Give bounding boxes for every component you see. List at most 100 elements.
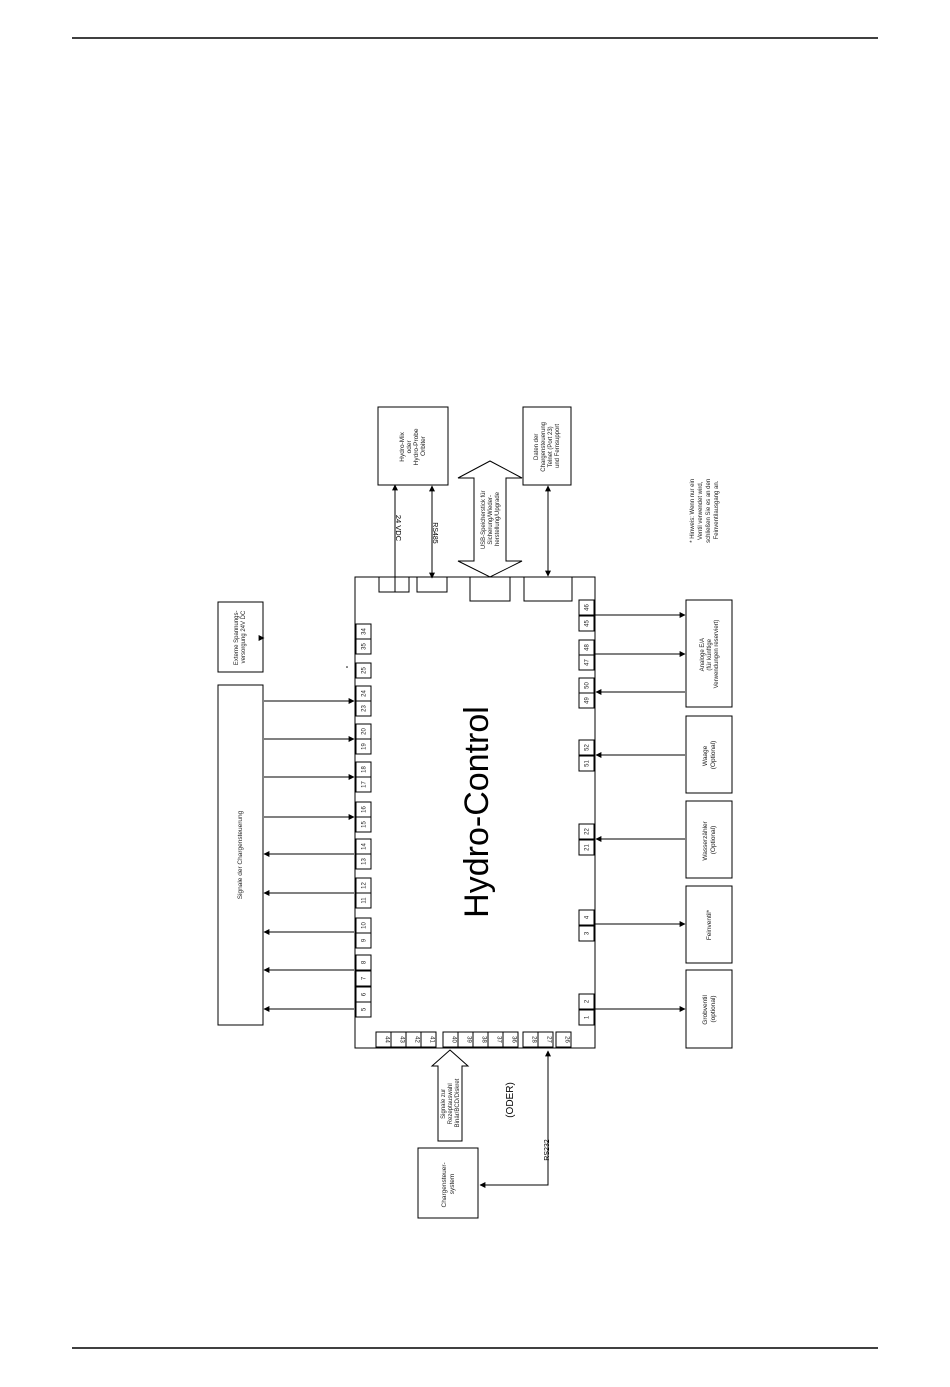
terminal-27: 27 bbox=[537, 1031, 554, 1048]
svg-text:39: 39 bbox=[466, 1036, 472, 1043]
svg-text:24: 24 bbox=[362, 690, 368, 697]
vdc-label: 24 VDC bbox=[394, 515, 403, 542]
socket-rs485 bbox=[416, 576, 448, 593]
svg-text:8: 8 bbox=[362, 960, 368, 964]
terminal-20: 20 bbox=[355, 723, 372, 740]
terminal-23: 23 bbox=[355, 700, 372, 717]
terminal-10: 10 bbox=[355, 917, 372, 934]
svg-text:37: 37 bbox=[496, 1036, 502, 1043]
terminal-48: 48 bbox=[578, 639, 595, 656]
data-label: Daten der Chargensteuerung Telnet (Port … bbox=[534, 420, 561, 471]
svg-text:52: 52 bbox=[585, 744, 591, 751]
terminal-37: 37 bbox=[487, 1031, 504, 1048]
recipe-signals-arrow bbox=[430, 1049, 470, 1142]
terminal-40: 40 bbox=[442, 1031, 459, 1048]
terminal-8: 8 bbox=[355, 954, 372, 971]
batch-system-box bbox=[417, 1147, 479, 1219]
rs232-label: RS232 bbox=[544, 1139, 551, 1161]
svg-text:51: 51 bbox=[585, 760, 591, 767]
svg-text:23: 23 bbox=[362, 705, 368, 712]
svg-text:12: 12 bbox=[362, 882, 368, 889]
svg-text:36: 36 bbox=[511, 1036, 517, 1043]
external-power-label: Externe Spannungs- versorgung 24V DC bbox=[234, 609, 247, 665]
terminal-12: 12 bbox=[355, 877, 372, 894]
svg-text:16: 16 bbox=[362, 806, 368, 813]
terminal-45: 45 bbox=[578, 615, 595, 632]
terminal-49: 49 bbox=[578, 692, 595, 709]
coarse-valve-label: Grobventil (optional) bbox=[702, 993, 717, 1024]
terminal-9: 9 bbox=[355, 932, 372, 949]
svg-text:34: 34 bbox=[362, 628, 368, 635]
svg-text:22: 22 bbox=[585, 828, 591, 835]
svg-text:17: 17 bbox=[362, 781, 368, 788]
svg-text:19: 19 bbox=[362, 743, 368, 750]
terminal-51: 51 bbox=[578, 755, 595, 772]
terminal-4: 4 bbox=[578, 909, 595, 926]
svg-text:41: 41 bbox=[429, 1036, 435, 1043]
svg-text:43: 43 bbox=[399, 1036, 405, 1043]
terminal-38: 38 bbox=[472, 1031, 489, 1048]
terminal-6: 6 bbox=[355, 986, 372, 1003]
terminal-21: 21 bbox=[578, 839, 595, 856]
terminal-41: 41 bbox=[420, 1031, 437, 1048]
marker-dot bbox=[346, 666, 348, 668]
svg-text:15: 15 bbox=[362, 821, 368, 828]
hydro-control-box bbox=[354, 576, 596, 1049]
svg-text:26: 26 bbox=[564, 1036, 570, 1043]
svg-text:45: 45 bbox=[585, 620, 591, 627]
scale-label: Waage (Optional) bbox=[702, 741, 717, 770]
terminal-35: 35 bbox=[355, 638, 372, 655]
svg-text:38: 38 bbox=[481, 1036, 487, 1043]
svg-text:9: 9 bbox=[362, 938, 368, 942]
coarse-valve-box bbox=[685, 969, 733, 1049]
recipe-signals-label: Signale zur Rezeptauswahl Binär/BCD/Disk… bbox=[441, 1078, 461, 1127]
hydro-mix-label: Hydro-Mix oder Hydro-Probe Orbiter bbox=[399, 427, 427, 466]
svg-text:46: 46 bbox=[585, 604, 591, 611]
svg-text:20: 20 bbox=[362, 728, 368, 735]
svg-text:27: 27 bbox=[546, 1036, 552, 1043]
hydro-mix-box bbox=[377, 406, 449, 486]
terminal-28: 28 bbox=[522, 1031, 539, 1048]
terminal-1: 1 bbox=[578, 1009, 595, 1026]
terminal-19: 19 bbox=[355, 738, 372, 755]
terminal-5: 5 bbox=[355, 1001, 372, 1018]
rs232-path bbox=[479, 1050, 551, 1188]
terminal-44: 44 bbox=[375, 1031, 392, 1048]
fine-valve-label: Feinventil* bbox=[706, 909, 713, 940]
svg-text:13: 13 bbox=[362, 858, 368, 865]
usb-label: USB-Speicherstick für Sicherung/Wieder- … bbox=[481, 489, 501, 549]
svg-text:28: 28 bbox=[531, 1036, 537, 1043]
svg-text:40: 40 bbox=[451, 1036, 457, 1043]
terminal-11: 11 bbox=[355, 892, 372, 909]
terminal-24: 24 bbox=[355, 685, 372, 702]
svg-text:5: 5 bbox=[362, 1007, 368, 1011]
terminal-2: 2 bbox=[578, 993, 595, 1010]
terminal-26: 26 bbox=[555, 1031, 572, 1048]
note-text: * Hinweis: Wenn nur ein Ventil verwendet… bbox=[690, 477, 720, 543]
socket-ethernet bbox=[523, 576, 573, 602]
svg-text:18: 18 bbox=[362, 766, 368, 773]
svg-text:48: 48 bbox=[585, 644, 591, 651]
svg-text:7: 7 bbox=[362, 976, 368, 980]
svg-text:4: 4 bbox=[585, 915, 591, 919]
svg-text:47: 47 bbox=[585, 659, 591, 666]
batch-signals-label: Signale der Chargensteuerung bbox=[237, 810, 244, 899]
svg-text:14: 14 bbox=[362, 843, 368, 850]
terminals-left: 5 6 7 8 9 10 11 12 13 14 15 16 17 18 19 20 23 24 25 35 34 bbox=[355, 623, 372, 1018]
main-title: Hydro-Control bbox=[458, 706, 496, 918]
svg-text:25: 25 bbox=[362, 667, 368, 674]
fine-valve-box bbox=[685, 885, 733, 964]
terminal-52: 52 bbox=[578, 739, 595, 756]
terminal-47: 47 bbox=[578, 654, 595, 671]
terminal-13: 13 bbox=[355, 853, 372, 870]
terminal-16: 16 bbox=[355, 801, 372, 818]
water-meter-box bbox=[685, 800, 733, 879]
svg-text:11: 11 bbox=[362, 897, 368, 904]
external-power-box bbox=[217, 601, 264, 673]
terminal-39: 39 bbox=[457, 1031, 474, 1048]
svg-text:49: 49 bbox=[585, 697, 591, 704]
water-meter-label: Wasserzähler (Optional) bbox=[702, 819, 717, 860]
terminal-17: 17 bbox=[355, 776, 372, 793]
